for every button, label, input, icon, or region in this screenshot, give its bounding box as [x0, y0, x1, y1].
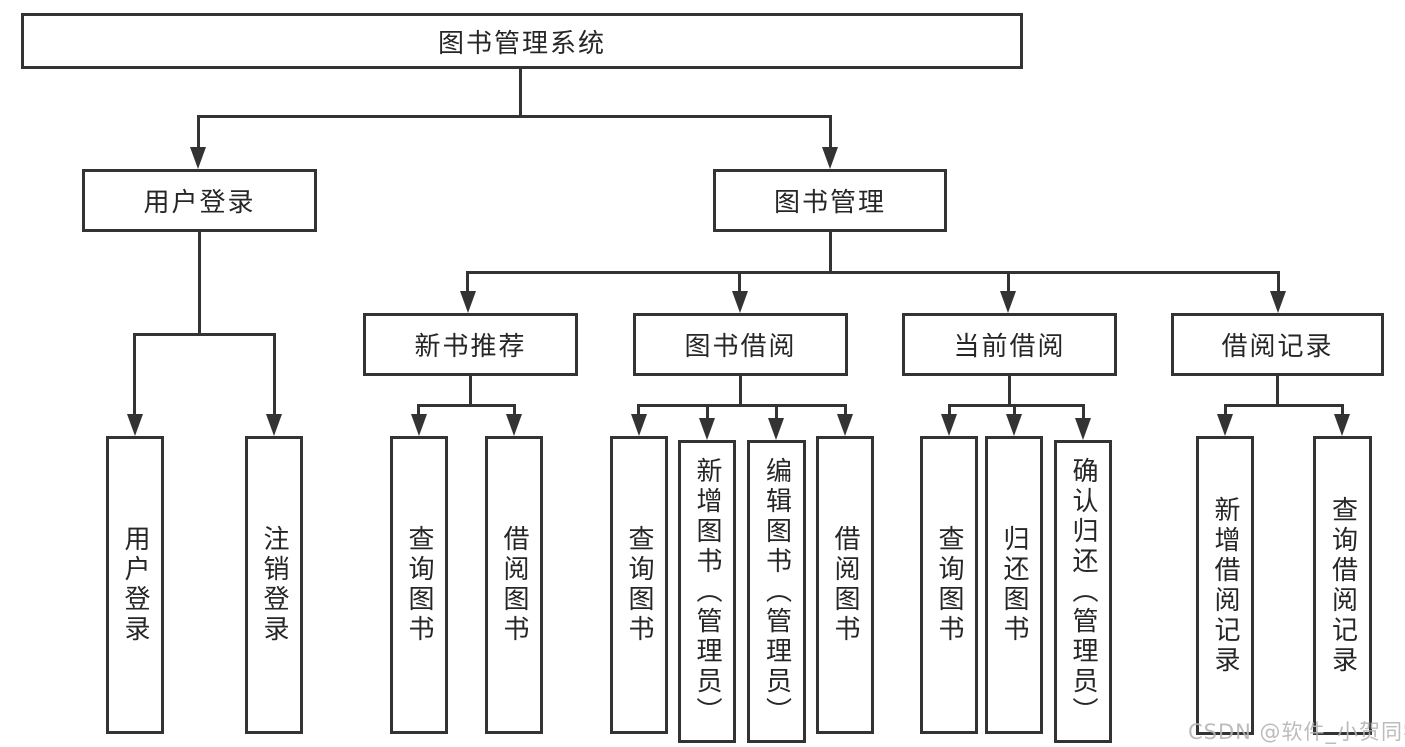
- leaf-return-books: 归还图书: [985, 436, 1043, 734]
- node-label: 借阅图书: [830, 525, 860, 645]
- node-new-book-recommendation: 新书推荐: [363, 313, 578, 376]
- leaf-edit-books-admin: 编辑图书（管理员）: [747, 440, 806, 743]
- node-label: 借阅图书: [499, 525, 529, 645]
- node-label: 借阅记录: [1221, 332, 1334, 362]
- node-label: 当前借阅: [953, 332, 1066, 362]
- node-label: 用户登录: [143, 188, 256, 218]
- leaf-add-books-admin: 新增图书（管理员）: [678, 440, 736, 743]
- node-book-borrowing: 图书借阅: [633, 313, 848, 376]
- node-label: 查询图书: [624, 525, 654, 645]
- node-label: 图书管理: [773, 188, 886, 218]
- node-label: 编辑图书（管理员）: [761, 456, 792, 727]
- leaf-user-login: 用户登录: [106, 436, 164, 734]
- node-label: 查询借阅记录: [1327, 495, 1358, 676]
- node-label: 注销登录: [259, 525, 289, 645]
- node-label: 归还图书: [999, 525, 1029, 645]
- leaf-add-borrow-record: 新增借阅记录: [1196, 436, 1254, 735]
- leaf-logout: 注销登录: [245, 436, 303, 734]
- node-label: 新增图书（管理员）: [692, 456, 722, 727]
- node-library-management-system: 图书管理系统: [21, 13, 1023, 69]
- csdn-watermark: CSDN @软件_小贺同学: [1188, 720, 1405, 744]
- node-current-borrowing: 当前借阅: [902, 313, 1117, 376]
- node-label: 查询图书: [934, 525, 964, 645]
- node-borrowing-records: 借阅记录: [1171, 313, 1384, 376]
- leaf-confirm-return-admin: 确认归还（管理员）: [1054, 440, 1112, 743]
- node-label: 图书借阅: [684, 332, 797, 362]
- node-label: 确认归还（管理员）: [1068, 456, 1098, 727]
- node-label: 新书推荐: [414, 332, 527, 362]
- node-label: 用户登录: [120, 525, 150, 645]
- node-label: 新增借阅记录: [1210, 495, 1240, 676]
- leaf-borrowing-query-books: 查询图书: [610, 436, 668, 734]
- leaf-query-borrow-record: 查询借阅记录: [1313, 436, 1372, 735]
- node-label: 图书管理系统: [437, 28, 606, 59]
- leaf-borrow-books: 借阅图书: [816, 436, 874, 734]
- node-user-login: 用户登录: [82, 169, 317, 232]
- node-label: 查询图书: [404, 525, 434, 645]
- leaf-recommend-query-books: 查询图书: [390, 436, 448, 734]
- leaf-current-query-books: 查询图书: [920, 436, 978, 734]
- leaf-recommend-borrow-books: 借阅图书: [485, 436, 543, 734]
- node-book-management: 图书管理: [713, 169, 947, 232]
